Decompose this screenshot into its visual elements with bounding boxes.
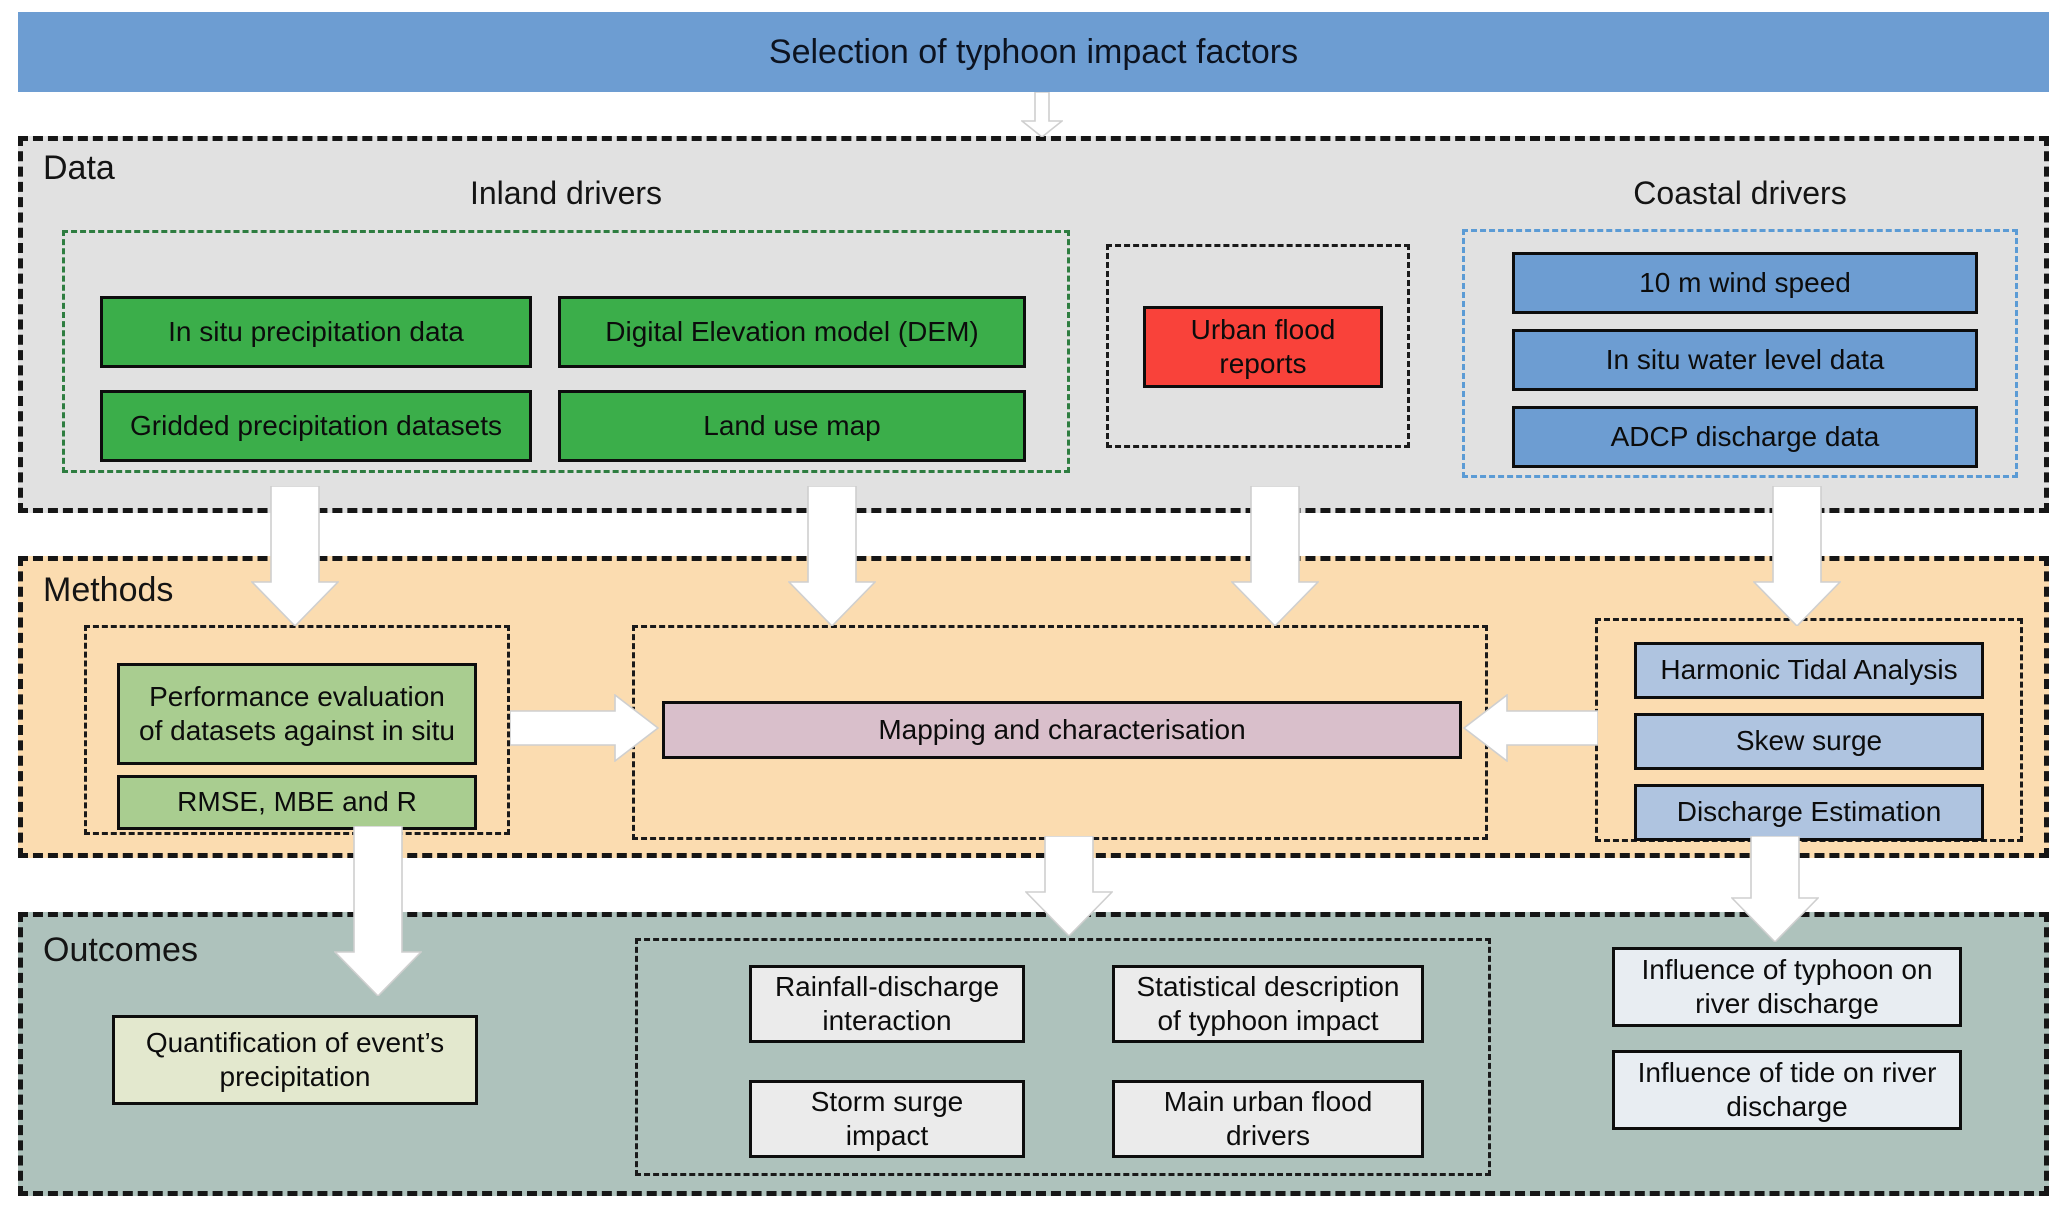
node-wind-speed: 10 m wind speed: [1512, 252, 1978, 314]
node-rainfall-discharge: Rainfall-discharge interaction: [749, 965, 1025, 1043]
banner: Selection of typhoon impact factors: [18, 12, 2049, 92]
node-harmonic-tidal-analysis: Harmonic Tidal Analysis: [1634, 642, 1984, 699]
section-outcomes: Outcomes Quantification of event’s preci…: [18, 912, 2049, 1196]
node-urban-flood-reports: Urban flood reports: [1143, 306, 1383, 388]
arrow-inland-left-to-methods: [251, 486, 339, 626]
node-statistical-description: Statistical description of typhoon impac…: [1112, 965, 1424, 1043]
urban-flood-group: Urban flood reports: [1106, 244, 1410, 448]
arrow-coastal-to-methods: [1753, 486, 1841, 626]
tidal-group: Harmonic Tidal Analysis Skew surge Disch…: [1595, 618, 2023, 842]
node-in-situ-precipitation: In situ precipitation data: [100, 296, 532, 368]
node-main-urban-flood-drivers: Main urban flood drivers: [1112, 1080, 1424, 1158]
arrow-inland-right-to-methods: [788, 486, 876, 626]
node-influence-typhoon-discharge: Influence of typhoon on river discharge: [1612, 947, 1962, 1027]
node-influence-tide-discharge: Influence of tide on river discharge: [1612, 1050, 1962, 1130]
node-land-use-map: Land use map: [558, 390, 1026, 462]
node-gridded-precipitation: Gridded precipitation datasets: [100, 390, 532, 462]
arrow-mapping-to-outcomes: [1025, 836, 1113, 936]
section-data: Data Inland drivers In situ precipitatio…: [18, 136, 2049, 513]
banner-title: Selection of typhoon impact factors: [768, 32, 1299, 71]
section-methods-label: Methods: [43, 571, 174, 609]
node-rmse-mbe-r: RMSE, MBE and R: [117, 775, 477, 830]
arrow-evaluation-to-quantification: [334, 826, 422, 996]
node-dem: Digital Elevation model (DEM): [558, 296, 1026, 368]
coastal-drivers-title: Coastal drivers: [1633, 175, 1847, 211]
section-data-label: Data: [43, 149, 115, 187]
inland-drivers-group: In situ precipitation data Digital Eleva…: [62, 230, 1070, 473]
node-discharge-estimation: Discharge Estimation: [1634, 784, 1984, 841]
coastal-drivers-group: 10 m wind speed In situ water level data…: [1462, 229, 2018, 478]
node-storm-surge-impact: Storm surge impact: [749, 1080, 1025, 1158]
arrow-evaluation-to-mapping: [510, 694, 660, 762]
arrow-tidal-to-outcomes: [1731, 836, 1819, 942]
arrow-tidal-to-mapping: [1462, 694, 1598, 762]
node-performance-evaluation: Performance evaluation of datasets again…: [117, 663, 477, 765]
node-mapping-characterisation: Mapping and characterisation: [662, 701, 1462, 759]
evaluation-group: Performance evaluation of datasets again…: [84, 625, 510, 835]
node-water-level: In situ water level data: [1512, 329, 1978, 391]
inland-drivers-title: Inland drivers: [469, 175, 663, 211]
section-outcomes-label: Outcomes: [43, 931, 198, 969]
section-methods: Methods Performance evaluation of datase…: [18, 556, 2049, 858]
mapping-outcomes-group: Rainfall-discharge interaction Statistic…: [635, 938, 1491, 1176]
mapping-group: Mapping and characterisation: [632, 625, 1488, 840]
node-skew-surge: Skew surge: [1634, 713, 1984, 770]
node-quantification-precipitation: Quantification of event’s precipitation: [112, 1015, 478, 1105]
node-adcp-discharge: ADCP discharge data: [1512, 406, 1978, 468]
connector-arrow-banner-to-data: [1021, 92, 1063, 137]
arrow-urban-to-methods: [1231, 486, 1319, 626]
